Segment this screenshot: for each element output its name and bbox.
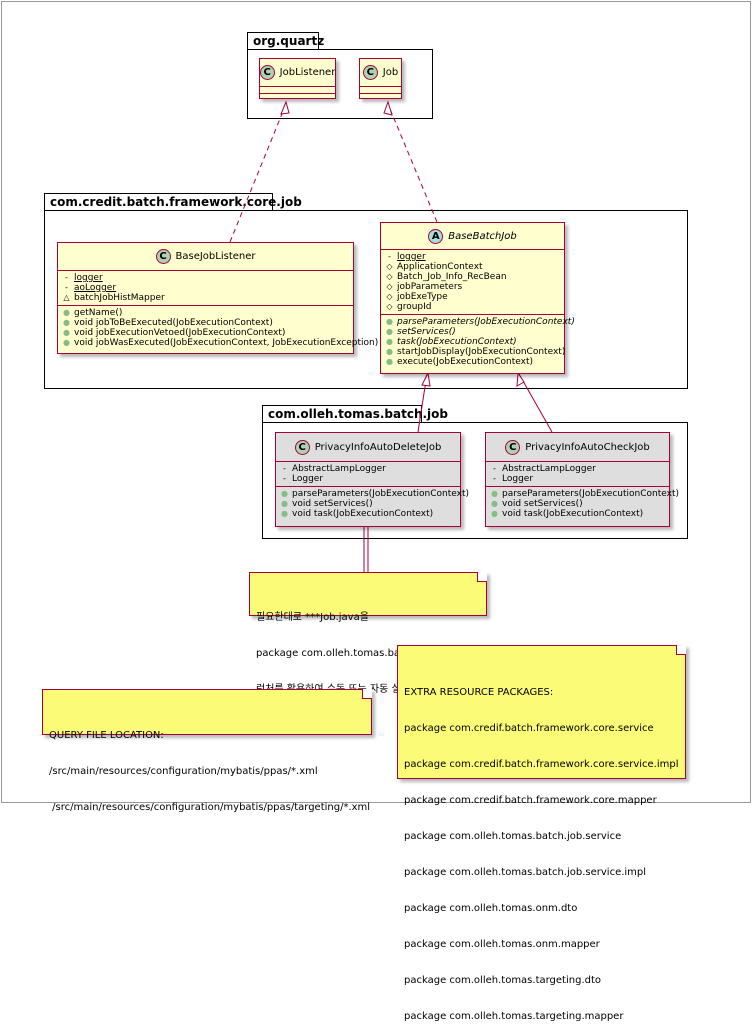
field-row: ◇Batch_Job_Info_RecBean	[386, 272, 507, 282]
class-header: C JobListener	[259, 59, 336, 87]
class-stereotype-icon: C	[259, 65, 275, 80]
note-line: package com.olleh.tomas.batch.job.servic…	[404, 867, 647, 878]
note-line: 필요한대로 ***Job.java을	[256, 612, 369, 623]
field-row: ◇groupId	[386, 302, 432, 312]
method-row: ●void jobExecutionVetoed(JobExecutionCon…	[63, 328, 286, 338]
note-job-creation: 필요한대로 ***Job.java을 package com.olleh.tom…	[249, 572, 487, 695]
class-header: C BaseJobListener	[58, 243, 353, 271]
class-stereotype-icon: C	[155, 249, 171, 264]
method-row: ●parseParameters(JobExecutionContext)	[281, 489, 469, 499]
abstract-stereotype-icon: A	[428, 228, 444, 244]
method-row: ●execute(JobExecutionContext)	[386, 357, 534, 367]
class-header: A BaseBatchJob	[381, 223, 564, 250]
package-tab-core-job: com.credit.batch.framework.core.job	[44, 193, 302, 211]
method-row: ●startJobDisplay(JobExecutionContext)	[386, 347, 566, 357]
note-line: QUERY FILE LOCATION:	[49, 730, 164, 741]
class-stereotype-icon: C	[505, 439, 521, 455]
field-row: ◇ApplicationContext	[386, 262, 483, 272]
method-row: ●void task(JobExecutionContext)	[281, 509, 434, 519]
field-row: -AbstractLampLogger	[493, 464, 596, 474]
note-line: /src/main/resources/configuration/mybati…	[49, 802, 371, 813]
method-row: ●void jobWasExecuted(JobExecutionContext…	[63, 338, 379, 348]
methods-section: ●parseParameters(JobExecutionContext) ●v…	[486, 487, 679, 521]
fields-section: -AbstractLampLogger -Logger	[276, 462, 460, 487]
note-line: /src/main/resources/configuration/mybati…	[49, 766, 318, 777]
field-row: -logger	[388, 252, 426, 262]
method-row: ●void setServices()	[491, 499, 583, 509]
fields-section: -logger -aoLogger △batchJobHistMapper	[58, 271, 353, 306]
class-header: C PrivacyInfoAutoDeleteJob	[276, 433, 460, 462]
methods-section: ●parseParameters(JobExecutionContext) ●s…	[381, 315, 575, 369]
note-extra-resource-packages: EXTRA RESOURCE PACKAGES: package com.cre…	[397, 645, 686, 1022]
methods-section: ●getName() ●void jobToBeExecuted(JobExec…	[58, 306, 379, 350]
package-tab-org-quartz: org.quartz	[247, 32, 324, 50]
class-name: Job	[382, 67, 399, 78]
note-line: package com.olleh.tomas.onm.mapper	[404, 939, 600, 950]
class-job[interactable]: C Job	[359, 58, 402, 99]
class-privacy-info-auto-delete-job[interactable]: C PrivacyInfoAutoDeleteJob -AbstractLamp…	[275, 432, 469, 527]
note-fold-corner	[362, 689, 372, 699]
class-header: C PrivacyInfoAutoCheckJob	[486, 433, 669, 462]
class-name: BaseBatchJob	[448, 230, 517, 242]
field-row: ◇jobExeType	[386, 292, 448, 302]
method-row: ●setServices()	[386, 327, 456, 337]
package-core-job	[44, 210, 688, 389]
fields-section: -logger ◇ApplicationContext ◇Batch_Job_I…	[381, 250, 564, 315]
class-privacy-info-auto-check-job[interactable]: C PrivacyInfoAutoCheckJob -AbstractLampL…	[485, 432, 679, 527]
field-row: -AbstractLampLogger	[283, 464, 386, 474]
field-row: ◇jobParameters	[386, 282, 463, 292]
method-row: ●parseParameters(JobExecutionContext)	[491, 489, 679, 499]
package-org-quartz	[247, 49, 433, 119]
field-row: △batchJobHistMapper	[63, 293, 165, 303]
field-row: -logger	[65, 273, 103, 283]
class-header: C Job	[360, 59, 401, 87]
method-row: ●void setServices()	[281, 499, 373, 509]
note-line: EXTRA RESOURCE PACKAGES:	[404, 687, 554, 698]
package-tab-tomas-job: com.olleh.tomas.batch.job	[262, 405, 448, 423]
diagram-frame	[1, 1, 751, 803]
method-row: ●getName()	[63, 308, 123, 318]
class-stereotype-icon: C	[294, 439, 310, 455]
methods-section: ●parseParameters(JobExecutionContext) ●v…	[276, 487, 469, 521]
field-row: -Logger	[283, 474, 324, 484]
method-row: ●task(JobExecutionContext)	[386, 337, 517, 347]
class-base-job-listener[interactable]: C BaseJobListener -logger -aoLogger △bat…	[57, 242, 379, 354]
note-fold-corner	[676, 645, 686, 655]
fields-section: -AbstractLampLogger -Logger	[486, 462, 669, 487]
method-row: ●void jobToBeExecuted(JobExecutionContex…	[63, 318, 273, 328]
class-base-batch-job[interactable]: A BaseBatchJob -logger ◇ApplicationConte…	[380, 222, 575, 374]
class-name: JobListener	[279, 67, 336, 78]
field-row: -Logger	[493, 474, 534, 484]
class-name: PrivacyInfoAutoCheckJob	[525, 441, 650, 453]
package-tomas-job	[262, 422, 688, 539]
class-stereotype-icon: C	[362, 65, 378, 80]
note-line: package com.olleh.tomas.targeting.dto	[404, 975, 602, 986]
note-line: package com.olleh.tomas.onm.dto	[404, 903, 578, 914]
method-row: ●void task(JobExecutionContext)	[491, 509, 644, 519]
class-job-listener[interactable]: C JobListener	[259, 58, 336, 99]
note-line: package com.olleh.tomas.targeting.mapper	[404, 1011, 624, 1022]
note-line: package com.credif.batch.framework.core.…	[404, 795, 657, 806]
note-fold-corner	[477, 572, 487, 582]
note-query-file-location: QUERY FILE LOCATION: /src/main/resources…	[42, 689, 372, 813]
note-line: package com.olleh.tomas.batch.job.servic…	[404, 831, 622, 842]
field-row: -aoLogger	[65, 283, 117, 293]
note-line: package com.credif.batch.framework.core.…	[404, 723, 654, 734]
method-row: ●parseParameters(JobExecutionContext)	[386, 317, 575, 327]
note-line: package com.credif.batch.framework.core.…	[404, 759, 679, 770]
class-name: BaseJobListener	[175, 251, 256, 262]
class-name: PrivacyInfoAutoDeleteJob	[314, 441, 442, 453]
